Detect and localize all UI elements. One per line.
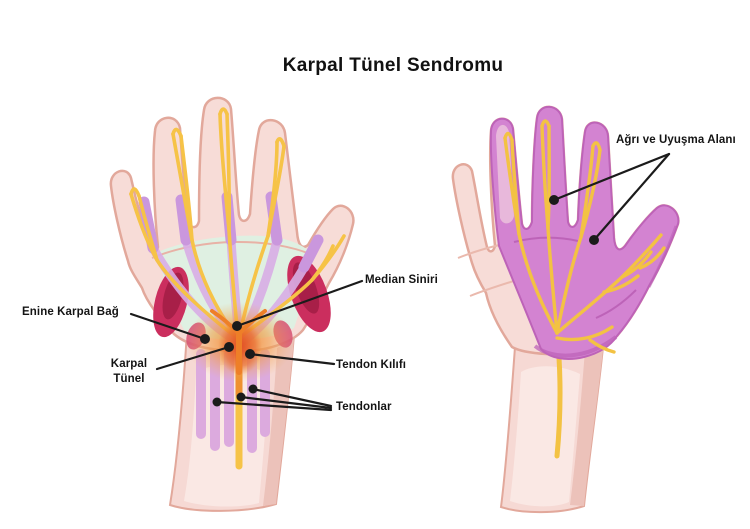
right-forearm-shadow [570, 350, 603, 506]
callout-line-enine-karpal-bag [129, 312, 207, 341]
label-enine-karpal-bag: Enine Karpal Bağ [22, 306, 119, 318]
callout-dot-tendonlar-2 [236, 392, 246, 402]
label-karpal-tunel: Karpal Tünel [110, 358, 148, 385]
label-tendonlar: Tendonlar [336, 401, 392, 413]
right-forearm-highlight [510, 366, 580, 507]
callout-line-tendonlar-1 [251, 387, 333, 408]
label-median-siniri: Median Siniri [365, 274, 438, 286]
callout-dot-agri-1 [549, 195, 559, 205]
callout-dot-tendonlar-1 [248, 384, 258, 394]
callout-line-agri-1 [552, 152, 671, 202]
left-forearm-shadow [263, 338, 294, 506]
callout-line-karpal-tunel [155, 345, 231, 371]
label-agri-ve-uyusma-alani: Ağrı ve Uyuşma Alanı [616, 134, 736, 146]
callout-dot-tendonlar-3 [212, 397, 222, 407]
callouts [129, 152, 671, 412]
callout-dot-median-siniri [232, 321, 242, 331]
callout-dot-agri-2 [589, 235, 599, 245]
callout-line-tendon-kilifi [248, 352, 336, 366]
right-hand-illustration [451, 105, 680, 514]
callout-line-agri-2 [592, 152, 671, 242]
callout-line-median-siniri [235, 279, 364, 328]
pain-area-nerves [503, 119, 666, 354]
callout-dot-enine-karpal-bag [200, 334, 210, 344]
callout-line-tendonlar-3 [215, 400, 333, 412]
callout-dot-tendon-kilifi [245, 349, 255, 359]
ring-finger-half-overlay [496, 124, 514, 224]
callout-line-tendonlar-2 [239, 395, 333, 410]
left-hand-illustration [109, 96, 355, 512]
callout-dot-karpal-tunel [224, 342, 234, 352]
page-title: Karpal Tünel Sendromu [282, 55, 504, 76]
label-tendon-kilifi: Tendon Kılıfı [336, 359, 407, 371]
